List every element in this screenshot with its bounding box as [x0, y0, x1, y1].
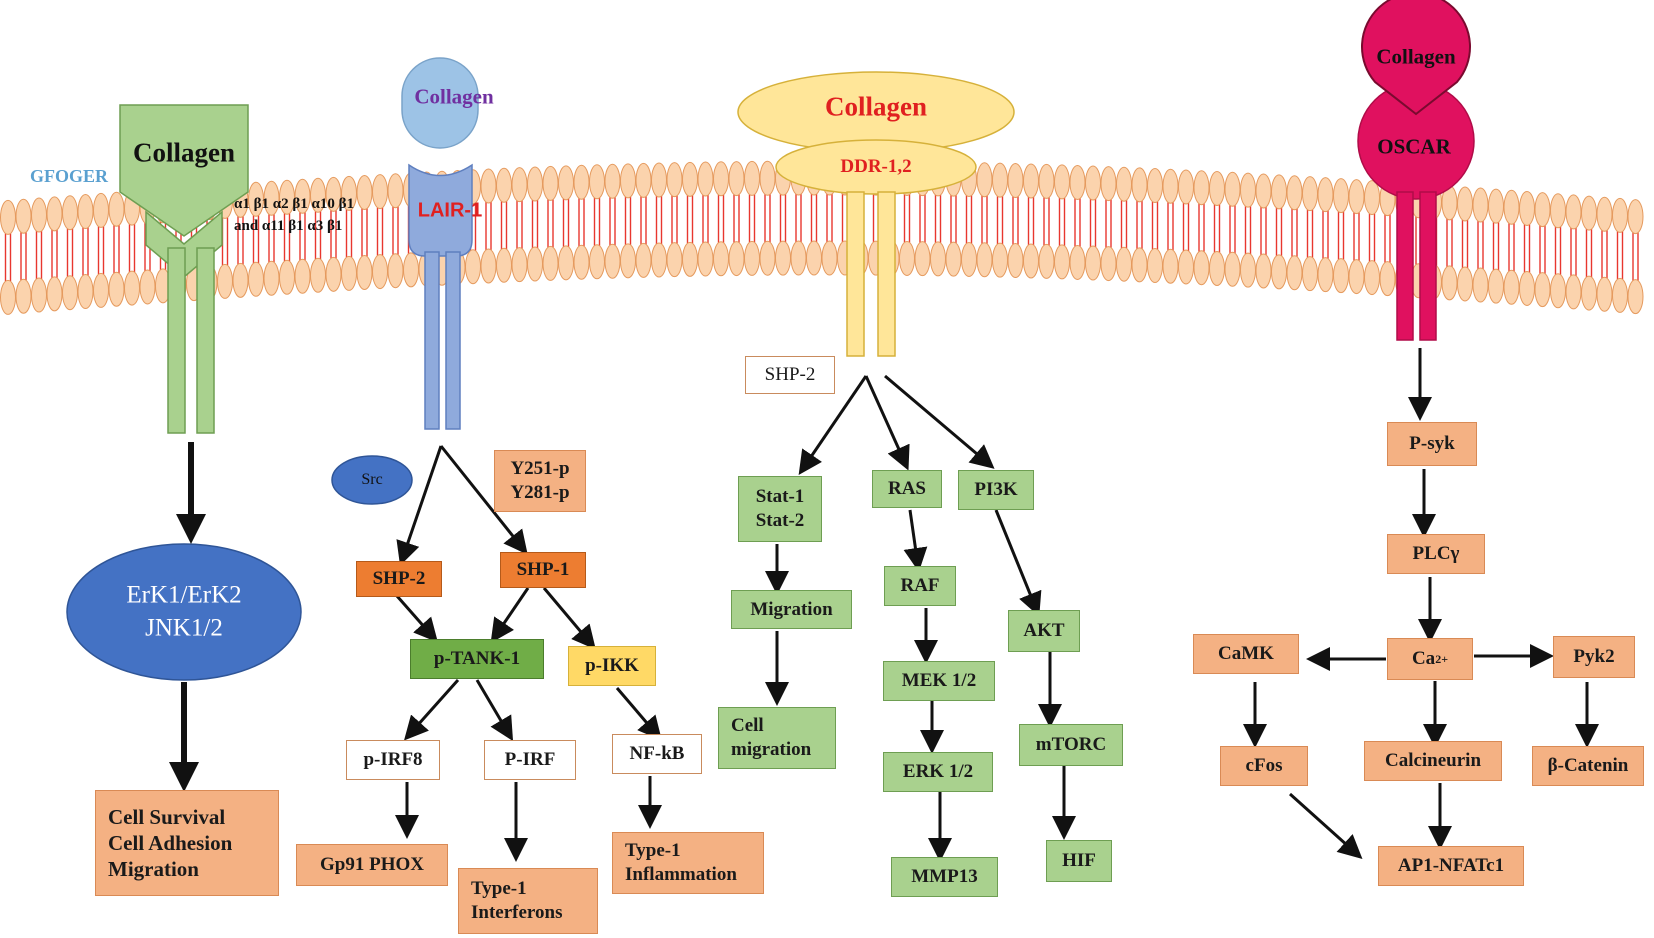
erk-jnk-label: ErK1/ErK2 JNK1/2 [126, 581, 242, 642]
pirf-box: P-IRF [484, 740, 576, 780]
plcg-box: PLCγ [1387, 534, 1485, 574]
lair-receptor-body [408, 163, 473, 257]
ras-box: RAS [872, 470, 942, 508]
pyk2-box: Pyk2 [1553, 636, 1635, 678]
lair-ligand-label: Collagen [414, 84, 494, 109]
lair-receptor-label: LAIR-1 [417, 199, 483, 222]
ddr-leg-right [877, 191, 896, 357]
oscar-collagen-ligand [1361, 0, 1471, 116]
raf-box: RAF [884, 566, 956, 606]
type1-inflammation-box: Type-1 Inflammation [612, 832, 764, 894]
lair-collagen-ligand [401, 57, 479, 149]
ptank1-box: p-TANK-1 [410, 639, 544, 679]
calcium-superscript: 2+ [1435, 651, 1449, 666]
ddr-ligand-label: Collagen [824, 91, 928, 122]
pirf8-box: p-IRF8 [346, 740, 440, 780]
ap1-nfatc1-box: AP1-NFATc1 [1378, 846, 1524, 886]
oscar-leg-right [1419, 191, 1437, 341]
integrin-leg-left [167, 247, 186, 434]
oscar-ligand-label: Collagen [1376, 44, 1456, 69]
lair-leg-right [445, 251, 461, 430]
receptors [119, 0, 1475, 434]
integrin-leg-right [196, 247, 215, 434]
mek-box: MEK 1/2 [883, 661, 995, 701]
integrin-subtypes-line2: and α11 β1 α3 β1 [234, 218, 343, 234]
oscar-receptor-label: OSCAR [1377, 134, 1451, 159]
integrin-collagen-ligand [119, 104, 249, 237]
hif-box: HIF [1046, 840, 1112, 882]
migration-box: Migration [731, 590, 852, 629]
lair-shp1-box: SHP-1 [500, 552, 586, 588]
lair-shp2-box: SHP-2 [356, 561, 442, 597]
mmp13-box: MMP13 [891, 857, 998, 897]
calcineurin-box: Calcineurin [1364, 741, 1502, 781]
src-node [331, 455, 413, 505]
stat-box: Stat-1 Stat-2 [738, 476, 822, 542]
mtorc-box: mTORC [1019, 724, 1123, 766]
cell-migration-box: Cell migration [718, 707, 836, 769]
erk-box: ERK 1/2 [883, 752, 993, 792]
akt-box: AKT [1008, 610, 1080, 652]
integrin-subtypes-line1: α1 β1 α2 β1 α10 β1 [234, 196, 355, 212]
integrin-outcome-box: Cell Survival Cell Adhesion Migration [95, 790, 279, 896]
camk-box: CaMK [1193, 634, 1299, 674]
type1-interferons-box: Type-1 Interferons [458, 868, 598, 934]
pikk-box: p-IKK [568, 646, 656, 686]
lair-leg-left [424, 251, 440, 430]
beta-catenin-box: β-Catenin [1532, 746, 1644, 786]
arrows [169, 348, 1599, 862]
ddr-receptor-label: DDR-1,2 [840, 156, 912, 177]
psyk-box: P-syk [1387, 422, 1477, 466]
oscar-leg-left [1396, 191, 1414, 341]
integrin-ligand-label: Collagen [132, 137, 236, 168]
ddr-shp2-box: SHP-2 [745, 356, 835, 394]
ddr-leg-left [846, 191, 865, 357]
gp91-phox-box: Gp91 PHOX [296, 844, 448, 886]
phospho-sites-box: Y251-p Y281-p [494, 450, 586, 512]
ellipse-nodes [66, 455, 413, 681]
nfkb-box: NF-kB [612, 734, 702, 774]
pi3k-box: PI3K [958, 470, 1034, 510]
gfoger-label: GFOGER [30, 166, 109, 186]
cfos-box: cFos [1220, 746, 1308, 786]
ddr-receptor-head [775, 139, 977, 195]
erk-jnk-node [66, 543, 302, 681]
src-label: Src [361, 471, 383, 488]
calcium-label: Ca [1411, 648, 1436, 670]
